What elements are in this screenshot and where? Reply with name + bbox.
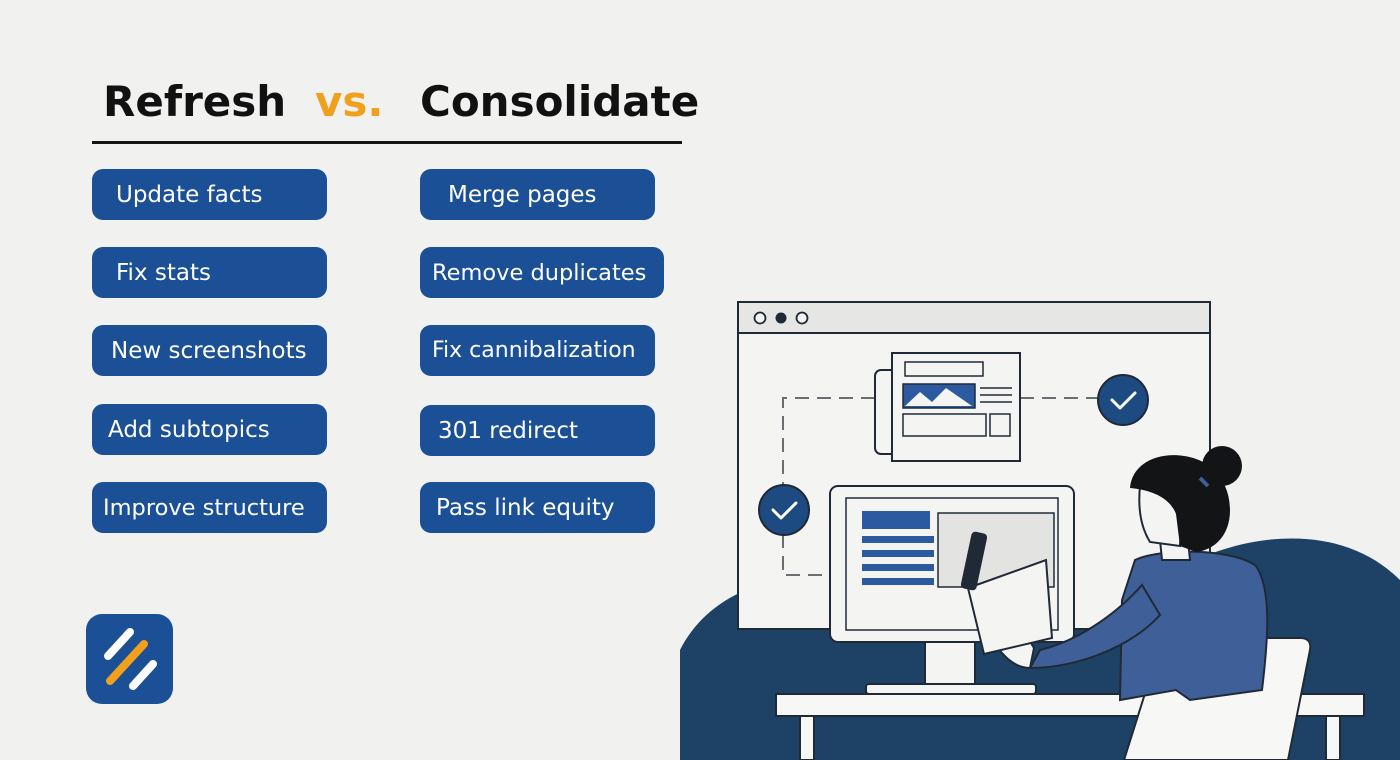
check-circle-icon (1097, 374, 1149, 426)
consolidate-item-fix-cannibalization: Fix cannibalization (420, 325, 655, 376)
consolidate-heading: Consolidate (420, 77, 700, 126)
article-card (874, 352, 1021, 462)
consolidate-item-301-redirect: 301 redirect (420, 405, 655, 456)
person-at-computer-illustration (680, 301, 1400, 760)
refresh-heading: Refresh (103, 77, 287, 126)
consolidate-item-pass-link-equity: Pass link equity (420, 482, 655, 533)
refresh-item-update-facts: Update facts (92, 169, 327, 220)
dashed-connector (782, 397, 1098, 576)
refresh-item-fix-stats: Fix stats (92, 247, 327, 298)
refresh-item-improve-structure: Improve structure (92, 482, 327, 533)
vs-label: vs. (315, 77, 384, 126)
consolidate-item-remove-duplicates: Remove duplicates (420, 247, 664, 298)
check-circle-icon (758, 484, 810, 536)
refresh-item-new-screenshots: New screenshots (92, 325, 327, 376)
heading-divider (92, 141, 682, 144)
refresh-item-add-subtopics: Add subtopics (92, 404, 327, 455)
consolidate-item-merge-pages: Merge pages (420, 169, 655, 220)
person (960, 446, 1269, 702)
brand-logo-icon (86, 614, 173, 704)
